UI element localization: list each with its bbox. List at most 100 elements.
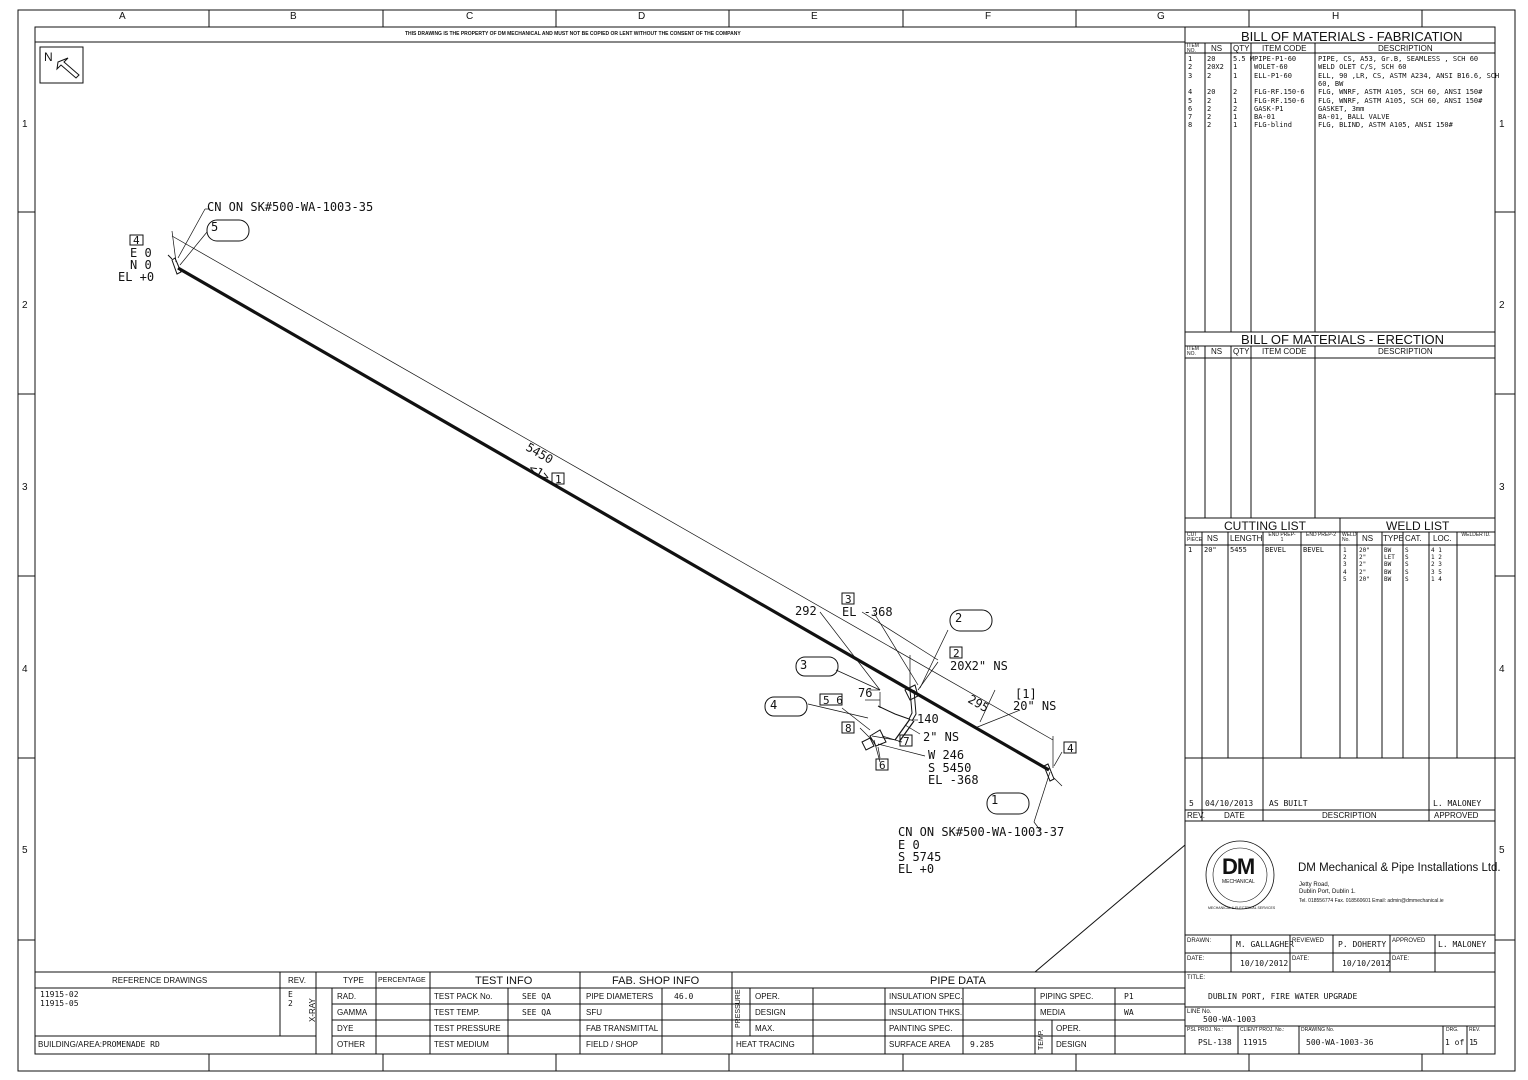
xray-label: X-RAY — [308, 998, 317, 1022]
reviewed-label: REVIEWED — [1292, 938, 1325, 944]
cut-header-ns: NS — [1207, 534, 1219, 543]
bom-fab-row-6-code: FLG-RF.150-6 — [1254, 96, 1305, 105]
rev-label: REV. — [1469, 1027, 1481, 1033]
bom-fab-row-1-qty: 5.5 M — [1233, 55, 1255, 63]
bom-fab-row-2-ns: 20X2 — [1207, 63, 1224, 72]
weld-row-1-type: BW — [1384, 547, 1392, 554]
approved-by: L. MALONEY — [1438, 940, 1487, 949]
rev-value: 5 — [1473, 1038, 1478, 1047]
row-label-1: 1 — [22, 119, 28, 130]
company-logo-sub: MECHANICAL — [1222, 879, 1255, 885]
cut-header-prep2: END PREP-2 — [1306, 532, 1337, 538]
surface-area-value: 9.285 — [970, 1040, 995, 1049]
weld-row-1-cat: S — [1405, 547, 1409, 554]
weld-header-loc: LOC. — [1433, 534, 1452, 543]
rev-number: 5 — [1189, 799, 1194, 808]
cut-row-1-prep2: BEVEL — [1303, 546, 1325, 554]
end-coord-s: S 5450 — [928, 761, 972, 775]
weld-header-type: TYPE — [1383, 534, 1404, 543]
bom-fab-row-6-item: 5 — [1188, 96, 1193, 105]
weld-row-4-loc: 3 5 — [1431, 568, 1442, 576]
dim-292: 292 — [795, 604, 817, 618]
bom-fab-row-2-qty: 1 — [1233, 63, 1238, 72]
tag-8: 8 — [845, 722, 852, 735]
size-20ns: 20" NS — [1013, 699, 1057, 713]
type-rad: RAD. — [337, 992, 357, 1001]
north-label: N — [44, 50, 53, 64]
bom-fab-row-7-item: 6 — [1188, 104, 1193, 113]
drg-sheet: 1 of 1 — [1445, 1038, 1474, 1047]
pressure-label: PRESSURE — [735, 989, 742, 1028]
size-2ns: 2" NS — [923, 730, 960, 744]
rev-description: AS BUILT — [1269, 799, 1308, 808]
bom-fab-row-8-desc: BA-01, BALL VALVE — [1318, 113, 1390, 122]
bom-fab-row-1-item: 1 — [1188, 55, 1193, 63]
date-label-1: DATE: — [1187, 956, 1205, 962]
painting-spec-label: PAINTING SPEC. — [889, 1024, 953, 1033]
weld-row-3-ns: 2" — [1359, 561, 1367, 569]
pressure-max: MAX. — [755, 1024, 775, 1033]
weld-row-4-ns: 2" — [1359, 568, 1367, 576]
test-info-title: TEST INFO — [475, 975, 533, 987]
pipe-item-tag: 1 — [555, 473, 562, 486]
test-row-2-label: TEST TEMP. — [434, 1008, 480, 1017]
ref-rev-2: 2 — [288, 999, 293, 1008]
bom-fab-header-code: ITEM CODE — [1262, 44, 1307, 53]
weld-header-welder: WELDER ID. — [1461, 532, 1491, 538]
bom-fab-row-6-qty: 1 — [1233, 96, 1238, 105]
olet-size: 20X2" NS — [950, 659, 1008, 673]
bottom-coord-el: EL +0 — [898, 862, 935, 876]
line-no-label: LINE No. — [1187, 1009, 1212, 1015]
end-tag-4: 4 — [1067, 742, 1074, 755]
row-label-4-right: 4 — [1499, 664, 1505, 675]
bom-fab-header-ns: NS — [1211, 44, 1223, 53]
weld-row-2-no: 2 — [1343, 554, 1347, 562]
surface-area-label: SURFACE AREA — [889, 1040, 951, 1049]
start-coord-e: E 0 — [130, 246, 152, 260]
type-dye: DYE — [337, 1024, 354, 1033]
heat-tracing-label: HEAT TRACING — [736, 1040, 795, 1049]
reviewed-by: P. DOHERTY — [1338, 940, 1387, 949]
weld-row-5-ns: 20" — [1359, 575, 1370, 583]
bom-fab-row-3-code: ELL-P1-60 — [1254, 71, 1292, 80]
pressure-design: DESIGN — [755, 1008, 786, 1017]
bom-fab-row-9-desc: FLG, BLIND, ASTM A105, ANSI 150# — [1318, 121, 1453, 130]
fab-row-2-label: SFU — [586, 1008, 602, 1017]
col-label-h: H — [1332, 11, 1340, 22]
col-label-d: D — [638, 11, 646, 22]
ref-rev-1: E — [288, 990, 293, 999]
bom-fab-row-5-code: FLG-RF.150-6 — [1254, 88, 1305, 97]
rev-date: 04/10/2013 — [1205, 799, 1254, 808]
insulation-thks-label: INSULATION THKS. — [889, 1008, 963, 1017]
fab-shop-title: FAB. SHOP INFO — [612, 975, 700, 987]
dim-76: 76 — [858, 686, 873, 700]
weld-row-3-no: 3 — [1343, 561, 1347, 569]
dim-140: 140 — [917, 712, 939, 726]
weld-row-5-loc: 1 4 — [1431, 575, 1442, 583]
test-row-1-label: TEST PACK No. — [434, 992, 493, 1001]
line-no: 500-WA-1003 — [1203, 1015, 1256, 1024]
row-label-5-right: 5 — [1499, 845, 1505, 856]
bom-fab-title: BILL OF MATERIALS - FABRICATION — [1241, 29, 1463, 44]
bubble-4-label: 4 — [770, 698, 778, 712]
drawn-by: M. GALLAGHER — [1236, 940, 1294, 949]
bubble-5-label: 5 — [211, 220, 219, 234]
start-coord-el: EL +0 — [118, 270, 155, 284]
bom-fab-row-8-code: BA-01 — [1254, 113, 1276, 122]
bom-fab-row-7-code: GASK-P1 — [1254, 104, 1284, 113]
ref-drawing-1: 11915-02 — [40, 990, 79, 999]
drawing-no-label: DRAWING No. — [1301, 1027, 1335, 1033]
bom-erec-header-qty: QTY — [1233, 347, 1250, 356]
col-label-f: F — [985, 11, 992, 22]
reviewed-date: 10/10/2012 — [1342, 959, 1391, 968]
pressure-oper: OPER. — [755, 992, 780, 1001]
client-label: CLIENT PROJ. No.: — [1240, 1027, 1285, 1033]
bom-fab-row-3-item: 3 — [1188, 71, 1193, 80]
row-label-1-right: 1 — [1499, 119, 1505, 130]
cut-row-1-ns: 20" — [1204, 546, 1217, 554]
bom-fab-row-9-qty: 1 — [1233, 121, 1238, 130]
rev-header-desc: DESCRIPTION — [1322, 811, 1377, 820]
date-label-3: DATE: — [1392, 956, 1410, 962]
piping-spec-label: PIPING SPEC. — [1040, 992, 1094, 1001]
bom-fab-header-item: ITEM NO. — [1187, 43, 1199, 54]
